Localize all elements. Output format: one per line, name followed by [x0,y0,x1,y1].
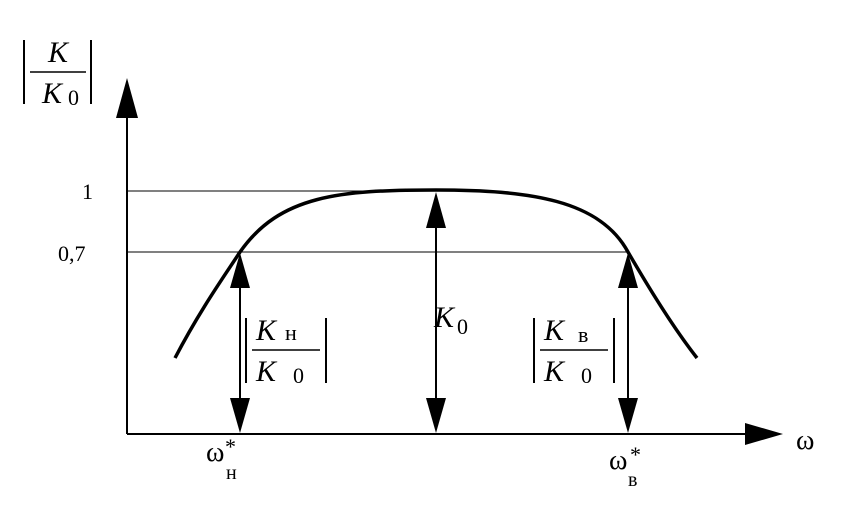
left-freq-sup: * [225,434,236,459]
left-arrow-head-down [230,398,250,433]
center-label-sub: 0 [457,314,468,339]
y-label-denominator-base: K [41,77,64,110]
left-ratio-label: K н K 0 [245,314,327,388]
level-label-1: 1 [82,179,93,204]
left-label-num-base: K [255,314,278,347]
left-arrow-head-up [230,253,250,288]
right-freq-base: ω [609,445,627,476]
left-label-den-base: K [255,355,278,388]
left-label-den-sub: 0 [293,363,304,388]
left-freq-base: ω [206,437,224,468]
left-label-num-sub: н [285,320,297,345]
left-freq-sub: н [226,462,237,484]
left-frequency-label: ω * н [206,434,237,484]
response-curve [173,188,699,360]
y-label-numerator: K [47,36,70,69]
right-freq-sup: * [630,442,641,467]
right-label-num-base: K [543,314,566,347]
right-label-num-sub: в [578,322,588,347]
level-label-0-7: 0,7 [58,241,86,266]
right-freq-sub: в [628,469,637,491]
right-arrow-head-down [618,398,638,433]
right-arrow-head-up [618,253,638,288]
right-label-den-base: K [543,355,566,388]
y-label-denominator-sub: 0 [68,85,79,110]
y-axis-label: K K 0 [23,36,92,110]
right-ratio-label: K в K 0 [533,314,615,388]
x-axis-arrowhead [745,423,783,445]
right-label-den-sub: 0 [581,363,592,388]
x-axis-label: ω [796,425,814,456]
center-arrow-head-down [426,398,446,433]
right-frequency-label: ω * в [609,442,641,491]
center-arrow-head-up [426,192,446,228]
y-axis-arrowhead [116,78,138,118]
center-label-base: K [433,301,456,334]
